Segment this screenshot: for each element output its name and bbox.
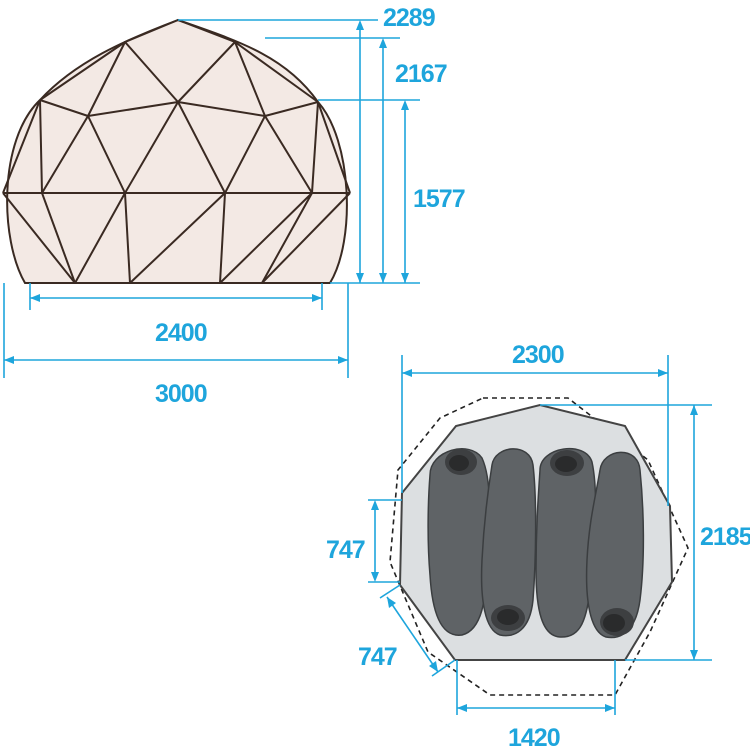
dome-outline bbox=[6, 18, 348, 284]
base-inner-width-label: 2400 bbox=[155, 319, 207, 347]
sleeping-bag-3 bbox=[535, 447, 597, 638]
sleeping-bags bbox=[427, 447, 645, 639]
fly-outline bbox=[389, 397, 689, 696]
floor-plan bbox=[389, 397, 689, 696]
side-view-dimensions bbox=[3, 19, 420, 378]
base-outer-width-label: 3000 bbox=[155, 380, 207, 408]
sleeping-bag-1 bbox=[427, 448, 491, 636]
sleeping-bag-4 bbox=[585, 451, 645, 639]
sleeping-bag-2 bbox=[480, 448, 537, 637]
dome-side-view bbox=[2, 18, 351, 284]
height-mid-label: 2167 bbox=[395, 60, 447, 88]
height-wall-label: 1577 bbox=[413, 185, 465, 213]
floor-side-height-label: 747 bbox=[326, 536, 365, 564]
floor-depth-label: 2185 bbox=[700, 523, 750, 551]
floor-plan-dimensions bbox=[368, 355, 712, 715]
floor-diagonal-label: 747 bbox=[358, 643, 397, 671]
floor-width-label: 2300 bbox=[512, 341, 564, 369]
height-top-label: 2289 bbox=[383, 4, 435, 32]
floor-edge-width-label: 1420 bbox=[508, 724, 560, 750]
